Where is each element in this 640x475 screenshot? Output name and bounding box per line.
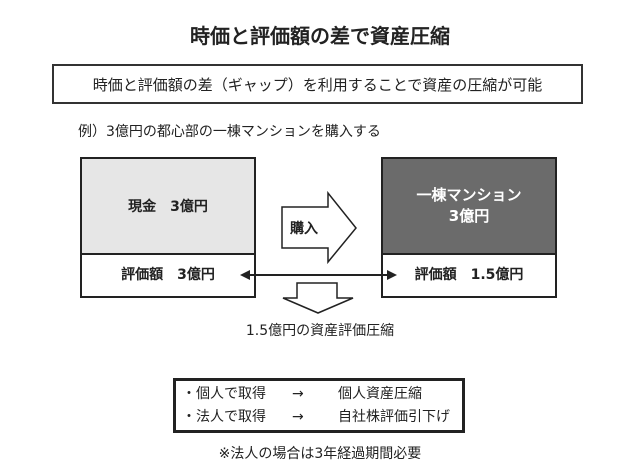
- list-item-right: 自社株評価引下げ: [338, 409, 450, 425]
- arrowhead-right-icon: [387, 270, 397, 280]
- list-item-left: ・個人で取得: [182, 386, 266, 402]
- list-item: ・個人で取得 → 個人資産圧縮: [182, 383, 456, 406]
- arrow-icon: →: [292, 409, 304, 425]
- apartment-value: 一棟マンション 3億円: [383, 159, 555, 255]
- arrowhead-left-icon: [240, 270, 250, 280]
- subtitle-text: 時価と評価額の差（ギャップ）を利用することで資産の圧縮が可能: [92, 75, 543, 94]
- subtitle-box: 時価と評価額の差（ギャップ）を利用することで資産の圧縮が可能: [52, 64, 583, 104]
- acquisition-list: ・個人で取得 → 個人資産圧縮 ・法人で取得 → 自社株評価引下げ: [173, 378, 465, 433]
- apartment-price: 3億円: [448, 207, 490, 225]
- down-arrow-icon: [282, 282, 354, 314]
- apartment-valuation: 評価額 1.5億円: [414, 267, 524, 283]
- footnote: ※法人の場合は3年経過期間必要: [218, 446, 422, 462]
- list-item-left: ・法人で取得: [182, 409, 266, 425]
- cash-value: 現金 3億円: [82, 159, 254, 255]
- diagram-title: 時価と評価額の差で資産圧縮: [190, 24, 450, 48]
- list-item-right: 個人資産圧縮: [338, 386, 422, 402]
- apartment-box: 一棟マンション 3億円 評価額 1.5億円: [381, 157, 557, 298]
- arrow-icon: →: [292, 386, 304, 402]
- purchase-arrow-icon: [281, 190, 357, 265]
- result-text: 1.5億円の資産評価圧縮: [245, 323, 395, 339]
- example-text: 例）3億円の都心部の一棟マンションを購入する: [78, 124, 381, 140]
- cash-label: 現金 3億円: [128, 199, 208, 215]
- cash-valuation: 評価額 3億円: [121, 267, 215, 283]
- apartment-label: 一棟マンション: [416, 186, 522, 204]
- cash-box: 現金 3億円 評価額 3億円: [80, 157, 256, 298]
- list-item: ・法人で取得 → 自社株評価引下げ: [182, 406, 456, 429]
- purchase-label: 購入: [290, 221, 318, 237]
